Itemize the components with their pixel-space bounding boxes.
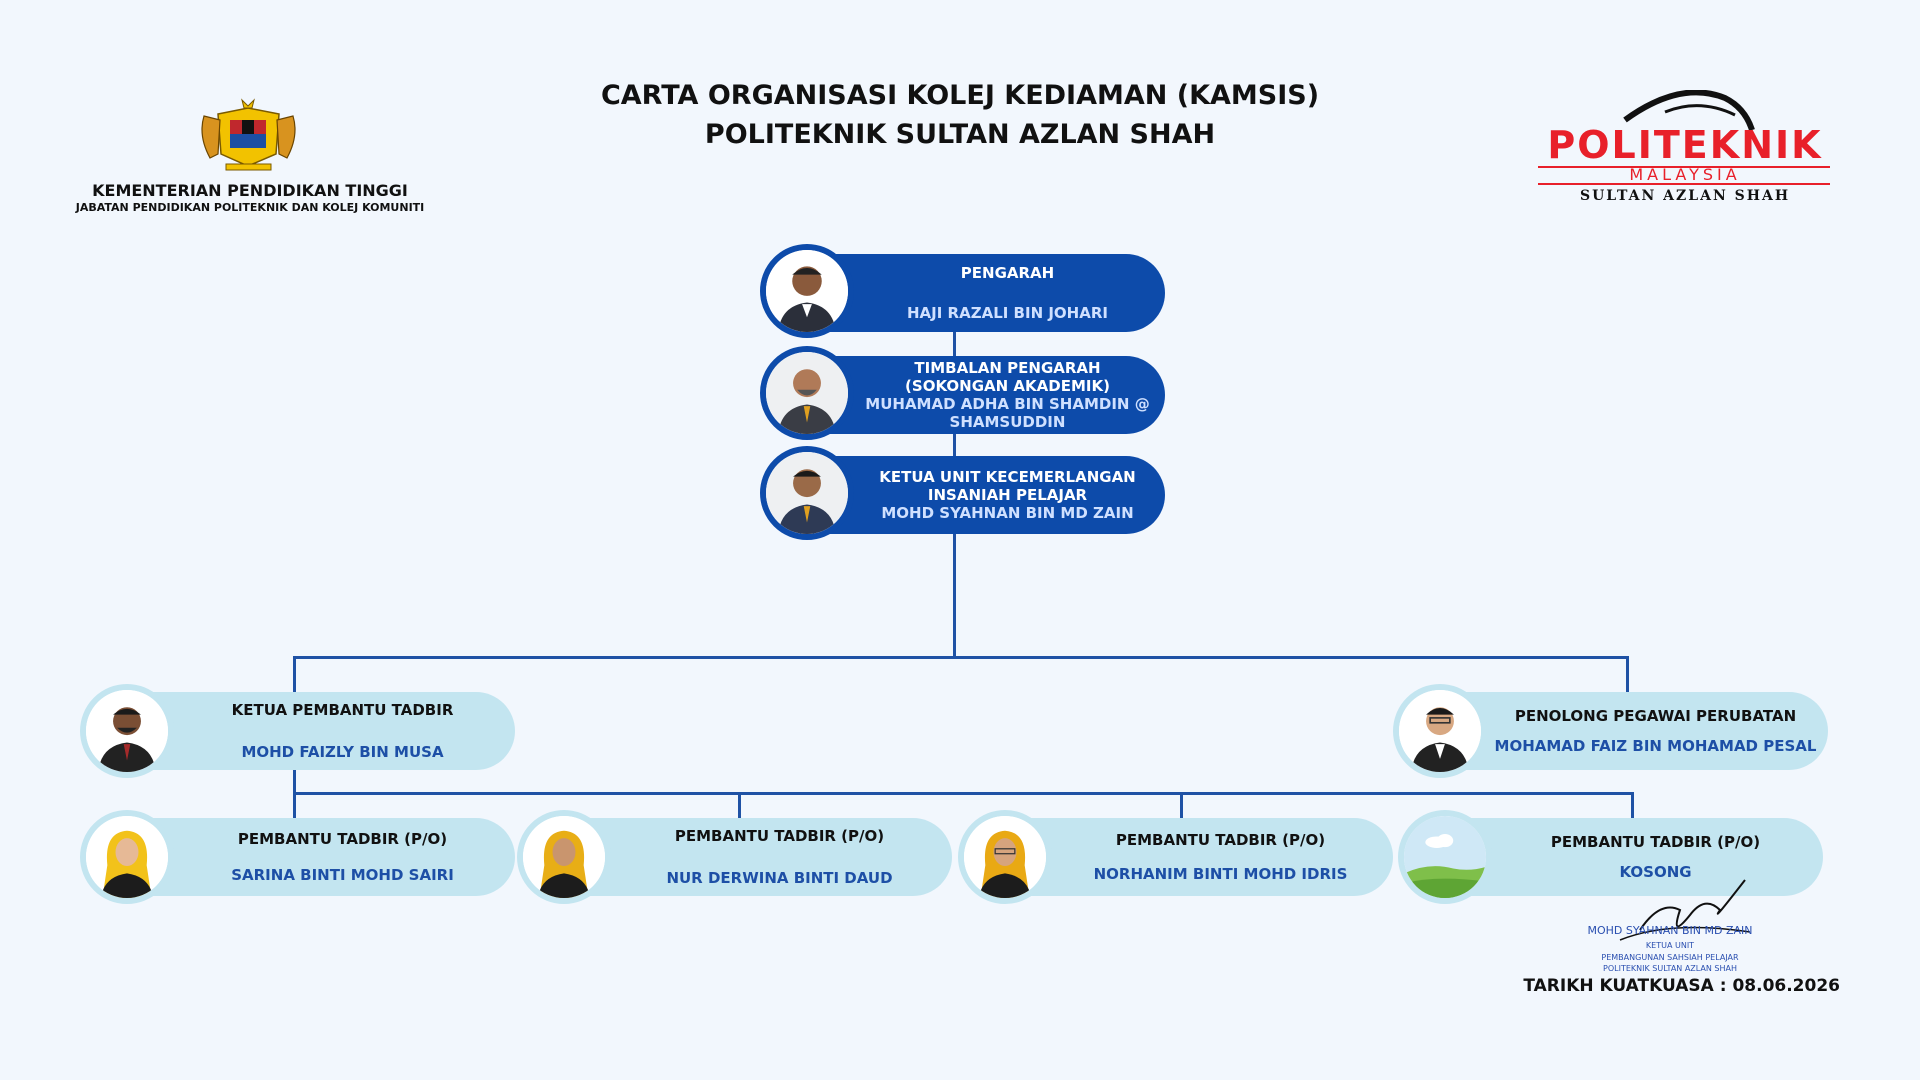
- signature-org: POLITEKNIK SULTAN AZLAN SHAH: [1603, 964, 1737, 973]
- connector-drop-3: [1180, 792, 1183, 820]
- node-person-name: MOHD SYAHNAN BIN MD ZAIN: [881, 504, 1134, 522]
- person-photo: [1393, 684, 1487, 778]
- connector-drop-right: [1626, 656, 1629, 694]
- signature-stamp: MOHD SYAHNAN BIN MD ZAIN KETUA UNIT PEMB…: [1587, 879, 1753, 973]
- node-role-line1: TIMBALAN PENGARAH: [914, 359, 1101, 377]
- malaysia-crest-logo: [201, 98, 296, 171]
- person-photo: [517, 810, 611, 904]
- ministry-name: KEMENTERIAN PENDIDIKAN TINGGI: [92, 181, 408, 200]
- person-photo: [760, 244, 854, 338]
- person-photo: [760, 346, 854, 440]
- signature-title: KETUA UNIT: [1646, 941, 1694, 950]
- chart-title-line1: CARTA ORGANISASI KOLEJ KEDIAMAN (KAMSIS): [600, 80, 1320, 111]
- node-box: PENOLONG PEGAWAI PERUBATAN MOHAMAD FAIZ …: [1433, 692, 1828, 770]
- person-photo: [80, 810, 174, 904]
- node-role: PEMBANTU TADBIR (P/O): [674, 827, 885, 845]
- connector-drop-left: [293, 656, 296, 694]
- signature-unit: PEMBANGUNAN SAHSIAH PELAJAR: [1601, 953, 1739, 962]
- person-photo: [80, 684, 174, 778]
- politeknik-logo: POLITEKNIK MALAYSIA SULTAN AZLAN SHAH: [1538, 90, 1830, 204]
- connector-drop-2: [738, 792, 741, 820]
- connector-horizontal-bottom: [293, 792, 1634, 795]
- node-role: PENOLONG PEGAWAI PERUBATAN: [1514, 707, 1797, 725]
- placeholder-landscape-photo: [1398, 810, 1492, 904]
- logo-campus: SULTAN AZLAN SHAH: [1580, 188, 1790, 204]
- node-person-name: MOHAMAD FAIZ BIN MOHAMAD PESAL: [1494, 737, 1817, 755]
- logo-word: POLITEKNIK: [1547, 123, 1822, 167]
- node-box: KETUA UNIT KECEMERLANGAN INSANIAH PELAJA…: [810, 456, 1165, 534]
- logo-sub: MALAYSIA: [1629, 165, 1740, 184]
- node-person-name: SARINA BINTI MOHD SAIRI: [231, 866, 454, 884]
- node-role: PEMBANTU TADBIR (P/O): [1550, 833, 1761, 851]
- node-person-name-line2: SHAMSUDDIN: [949, 413, 1066, 431]
- connector-horizontal-top: [293, 656, 1629, 659]
- node-box: TIMBALAN PENGARAH (SOKONGAN AKADEMIK) MU…: [810, 356, 1165, 434]
- node-role: PENGARAH: [960, 264, 1055, 282]
- node-role: PEMBANTU TADBIR (P/O): [237, 830, 448, 848]
- node-box: PEMBANTU TADBIR (P/O) SARINA BINTI MOHD …: [120, 818, 515, 896]
- node-person-name: MOHD FAIZLY BIN MUSA: [241, 743, 444, 761]
- node-box: PEMBANTU TADBIR (P/O) NUR DERWINA BINTI …: [557, 818, 952, 896]
- node-person-name: HAJI RAZALI BIN JOHARI: [907, 304, 1108, 322]
- chart-title-line2: POLITEKNIK SULTAN AZLAN SHAH: [704, 119, 1216, 150]
- node-person-name: NUR DERWINA BINTI DAUD: [666, 869, 893, 887]
- node-box: PEMBANTU TADBIR (P/O) KOSONG: [1438, 818, 1823, 896]
- effective-date: TARIKH KUATKUASA : 08.06.2026: [1523, 976, 1840, 996]
- node-person-name: NORHANIM BINTI MOHD IDRIS: [1093, 865, 1348, 883]
- department-name: JABATAN PENDIDIKAN POLITEKNIK DAN KOLEJ …: [75, 201, 425, 214]
- node-box: PEMBANTU TADBIR (P/O) NORHANIM BINTI MOH…: [998, 818, 1393, 896]
- node-role: KETUA PEMBANTU TADBIR: [231, 701, 454, 719]
- node-box: KETUA PEMBANTU TADBIR MOHD FAIZLY BIN MU…: [120, 692, 515, 770]
- node-role: PEMBANTU TADBIR (P/O): [1115, 831, 1326, 849]
- node-role-line1: KETUA UNIT KECEMERLANGAN: [879, 468, 1136, 486]
- person-photo: [958, 810, 1052, 904]
- person-photo: [760, 446, 854, 540]
- node-person-name: KOSONG: [1619, 863, 1692, 881]
- node-role-line2: INSANIAH PELAJAR: [927, 486, 1088, 504]
- signature-name: MOHD SYAHNAN BIN MD ZAIN: [1587, 924, 1752, 937]
- node-role-line2: (SOKONGAN AKADEMIK): [905, 377, 1110, 395]
- node-person-name-line1: MUHAMAD ADHA BIN SHAMDIN @: [865, 395, 1150, 413]
- node-box: PENGARAH HAJI RAZALI BIN JOHARI: [810, 254, 1165, 332]
- connector-drop-4: [1631, 792, 1634, 820]
